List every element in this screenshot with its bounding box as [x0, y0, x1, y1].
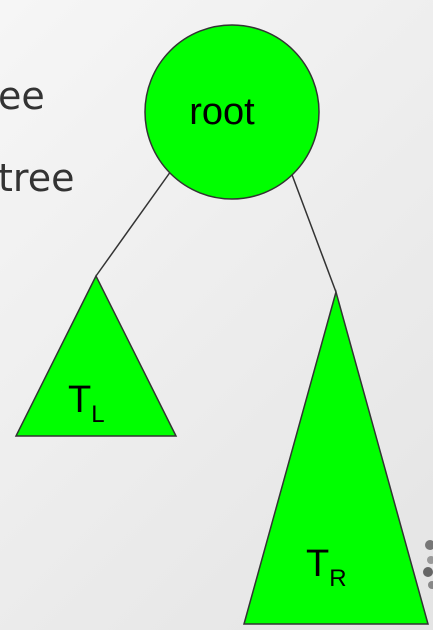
slide-text-line-1: ee	[0, 74, 45, 118]
left-subtree-label-sub: L	[91, 401, 104, 428]
root-label: root	[189, 91, 255, 133]
right-subtree-label: TR	[306, 543, 347, 592]
edge-root-right	[287, 163, 337, 293]
decorative-dots	[423, 540, 433, 589]
left-subtree-triangle	[14, 274, 178, 437]
left-subtree-label: TL	[68, 379, 105, 428]
right-subtree-triangle	[243, 289, 429, 625]
right-subtree-label-sub: R	[329, 565, 346, 592]
slide-text-line-2: tree	[0, 156, 75, 200]
root-node	[144, 24, 320, 200]
right-subtree-label-main: T	[306, 543, 329, 585]
left-subtree-label-main: T	[68, 379, 91, 421]
edge-root-left	[95, 163, 177, 277]
